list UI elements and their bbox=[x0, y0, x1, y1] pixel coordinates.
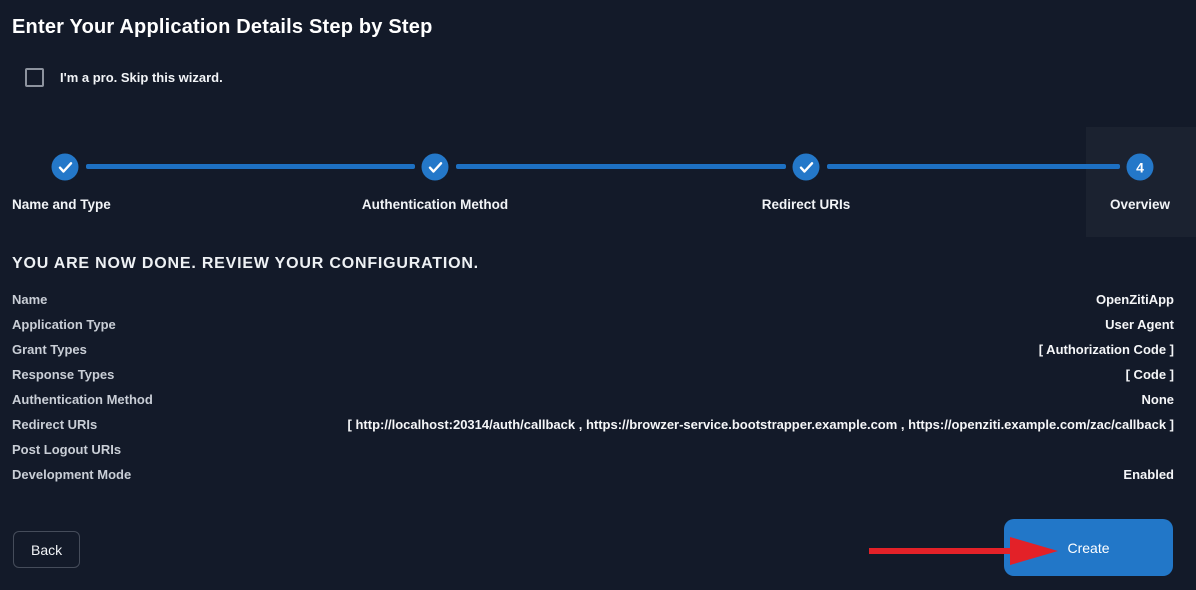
review-row-label: Development Mode bbox=[12, 467, 132, 482]
step-2-label: Authentication Method bbox=[361, 197, 509, 212]
page-title: Enter Your Application Details Step by S… bbox=[12, 16, 433, 38]
step-1-indicator[interactable] bbox=[51, 153, 79, 181]
step-4-label: Overview bbox=[1109, 197, 1171, 212]
step-3-indicator[interactable] bbox=[792, 153, 820, 181]
review-row-label: Application Type bbox=[12, 317, 116, 332]
step-connector-line bbox=[826, 164, 1120, 169]
review-row-label: Authentication Method bbox=[12, 392, 153, 407]
check-icon bbox=[428, 161, 442, 173]
review-row-value: None bbox=[1141, 392, 1175, 407]
step-2-indicator[interactable] bbox=[421, 153, 449, 181]
create-button[interactable]: Create bbox=[1004, 519, 1173, 576]
step-1-label: Name and Type bbox=[12, 197, 111, 212]
review-row-value: Enabled bbox=[1123, 467, 1174, 482]
skip-wizard-row: I'm a pro. Skip this wizard. bbox=[25, 68, 223, 87]
review-row-label: Post Logout URIs bbox=[12, 442, 122, 457]
skip-wizard-label: I'm a pro. Skip this wizard. bbox=[60, 70, 223, 85]
check-icon bbox=[799, 161, 813, 173]
check-icon bbox=[58, 161, 72, 173]
skip-wizard-checkbox[interactable] bbox=[25, 68, 44, 87]
review-row-value: User Agent bbox=[1105, 317, 1174, 332]
back-button[interactable]: Back bbox=[13, 531, 81, 568]
review-row: Authentication Method None bbox=[12, 387, 1174, 412]
step-3-label: Redirect URIs bbox=[761, 197, 851, 212]
review-row: Name OpenZitiApp bbox=[12, 287, 1174, 312]
review-row: Development Mode Enabled bbox=[12, 462, 1174, 487]
review-row: Response Types [ Code ] bbox=[12, 362, 1174, 387]
step-connector-line bbox=[455, 164, 786, 169]
review-row-label: Grant Types bbox=[12, 342, 87, 357]
review-row: Redirect URIs [ http://localhost:20314/au… bbox=[12, 412, 1174, 437]
review-row: Application Type User Agent bbox=[12, 312, 1174, 337]
review-row-value: OpenZitiApp bbox=[1096, 292, 1174, 307]
review-row-value: [ Code ] bbox=[1125, 367, 1174, 382]
review-heading: YOU ARE NOW DONE. REVIEW YOUR CONFIGURAT… bbox=[12, 255, 479, 272]
wizard-stepper: Name and Type Authentication Method Redire… bbox=[0, 0, 1196, 240]
review-row-label: Name bbox=[12, 292, 48, 307]
review-row-label: Redirect URIs bbox=[12, 417, 98, 432]
review-row: Grant Types [ Authorization Code ] bbox=[12, 337, 1174, 362]
step-connector-line bbox=[85, 164, 415, 169]
review-row-value: [ Authorization Code ] bbox=[1038, 342, 1174, 357]
review-row-label: Response Types bbox=[12, 367, 115, 382]
review-row: Post Logout URIs bbox=[12, 437, 1174, 462]
review-row-value: [ http://localhost:20314/auth/callback ,… bbox=[347, 417, 1174, 432]
step-4-indicator[interactable]: 4 bbox=[1126, 153, 1154, 181]
